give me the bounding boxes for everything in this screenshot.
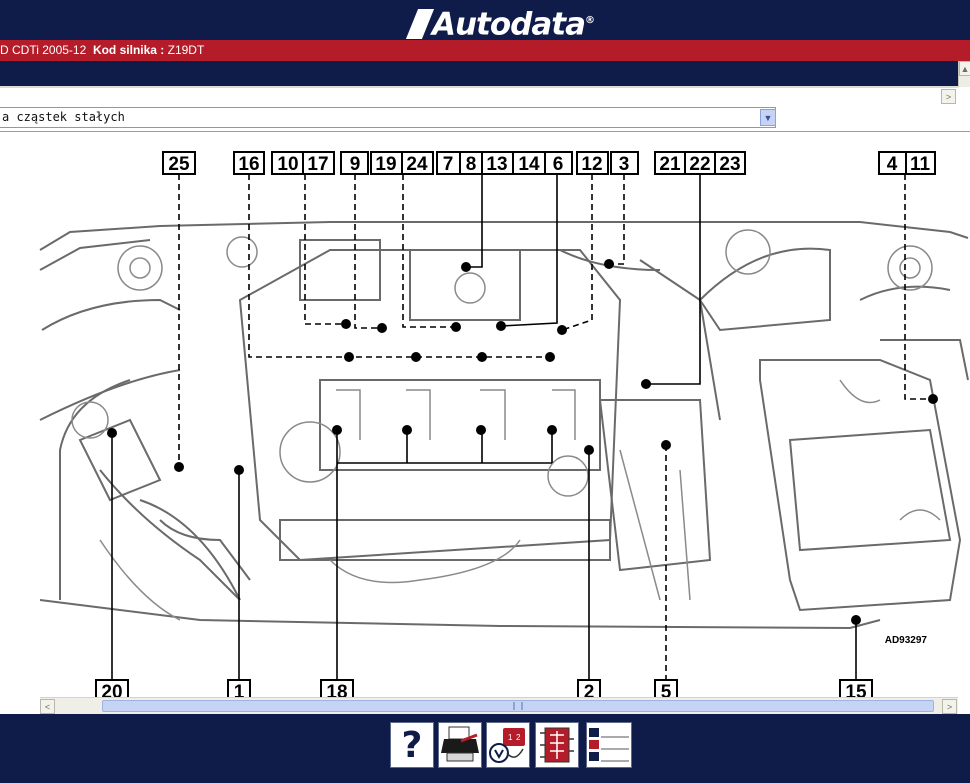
bottom-callout-numbers: 20 1 18 2 5 15 — [101, 682, 867, 697]
engine-details — [71, 229, 941, 621]
multimeter-icon: 1 2 — [489, 728, 525, 763]
callout-11: 11 — [910, 154, 931, 175]
callout-dots — [107, 259, 938, 625]
leader-lines — [111, 174, 933, 680]
help-button[interactable]: ? — [390, 722, 434, 768]
grip-icon — [513, 702, 523, 710]
scroll-right-button-top[interactable]: > — [941, 89, 956, 104]
top-callout-numbers: 25 16 10 17 9 19 24 7 8 13 14 6 12 3 21 … — [168, 154, 930, 175]
callout-17: 17 — [307, 154, 328, 175]
chevron-right-icon: > — [945, 92, 952, 102]
scrollbar-thumb[interactable] — [102, 700, 934, 712]
callout-2: 2 — [584, 682, 595, 697]
wiring-label-1: 1 — [508, 733, 513, 742]
callout-21: 21 — [659, 154, 681, 175]
bottom-toolbar: ? 1 2 — [0, 714, 970, 783]
callout-19: 19 — [375, 154, 396, 175]
navigation-bar — [0, 61, 958, 86]
list-icon — [589, 728, 629, 762]
callout-16: 16 — [238, 154, 259, 175]
callout-dividers — [302, 152, 907, 174]
callout-22: 22 — [689, 154, 710, 175]
bottom-callout-boxes — [95, 679, 873, 697]
chevron-down-icon: ▼ — [763, 113, 773, 123]
trademark-symbol: ® — [585, 15, 595, 26]
component-select-value: a cząstek stałych — [2, 110, 125, 124]
wiring-label-2: 2 — [516, 733, 521, 742]
horizontal-scrollbar[interactable]: < > — [40, 697, 958, 715]
autodata-logo: Autodata® — [405, 4, 610, 41]
callout-23: 23 — [719, 154, 740, 175]
callout-24: 24 — [406, 154, 428, 175]
engine-bay-outline — [39, 221, 969, 630]
fault-codes-button[interactable] — [586, 722, 632, 768]
scroll-right-button[interactable]: > — [942, 699, 957, 714]
callout-25: 25 — [168, 154, 190, 175]
chevron-left-icon: < — [44, 702, 51, 712]
diagram-reference: AD93297 — [885, 635, 928, 646]
callout-6: 6 — [553, 154, 564, 175]
callout-3: 3 — [619, 154, 630, 175]
separator — [0, 86, 958, 88]
callout-15: 15 — [845, 682, 867, 697]
engine-code-label: Kod silnika : — [92, 43, 165, 57]
callout-8: 8 — [466, 154, 477, 175]
engine-diagram: 25 16 10 17 9 19 24 7 8 13 14 6 12 3 21 … — [0, 132, 970, 697]
callout-13: 13 — [486, 154, 507, 175]
wiring-diagram-button[interactable]: 1 2 — [486, 722, 530, 768]
callout-12: 12 — [581, 154, 602, 175]
component-select[interactable]: a cząstek stałych — [0, 107, 776, 128]
upper-scroll-strip: > — [0, 88, 970, 105]
callout-5: 5 — [661, 682, 672, 697]
chevron-up-icon: ▲ — [960, 64, 970, 74]
callout-7: 7 — [443, 154, 454, 175]
printer-icon — [441, 726, 479, 762]
callout-9: 9 — [350, 154, 361, 175]
top-callout-boxes — [162, 151, 936, 175]
vehicle-info-bar: D CDTi 2005-12 Kod silnika : Z19DT — [0, 40, 970, 61]
scroll-up-button[interactable]: ▲ — [959, 61, 970, 76]
callout-1: 1 — [234, 682, 245, 697]
engine-bay-drawing: 25 16 10 17 9 19 24 7 8 13 14 6 12 3 21 … — [39, 151, 969, 697]
callout-20: 20 — [101, 682, 122, 697]
select-dropdown-button[interactable]: ▼ — [760, 109, 776, 126]
print-button[interactable] — [438, 722, 482, 768]
scroll-left-button[interactable]: < — [40, 699, 55, 714]
chevron-right-icon: > — [946, 702, 953, 712]
callout-10: 10 — [277, 154, 298, 175]
callout-14: 14 — [518, 154, 540, 175]
callout-18: 18 — [326, 682, 347, 697]
vertical-scrollbar[interactable]: ▲ — [958, 61, 970, 87]
brand-name: Autodata — [432, 6, 586, 43]
component-layout-button[interactable] — [535, 722, 579, 768]
panel-divider — [0, 131, 970, 132]
vehicle-model: D CDTi 2005-12 — [0, 43, 87, 57]
callout-4: 4 — [887, 154, 898, 175]
header-bar: Autodata® — [0, 0, 970, 41]
engine-code: Z19DT — [167, 43, 205, 57]
help-icon: ? — [401, 725, 423, 766]
circuit-board-icon — [540, 727, 574, 763]
